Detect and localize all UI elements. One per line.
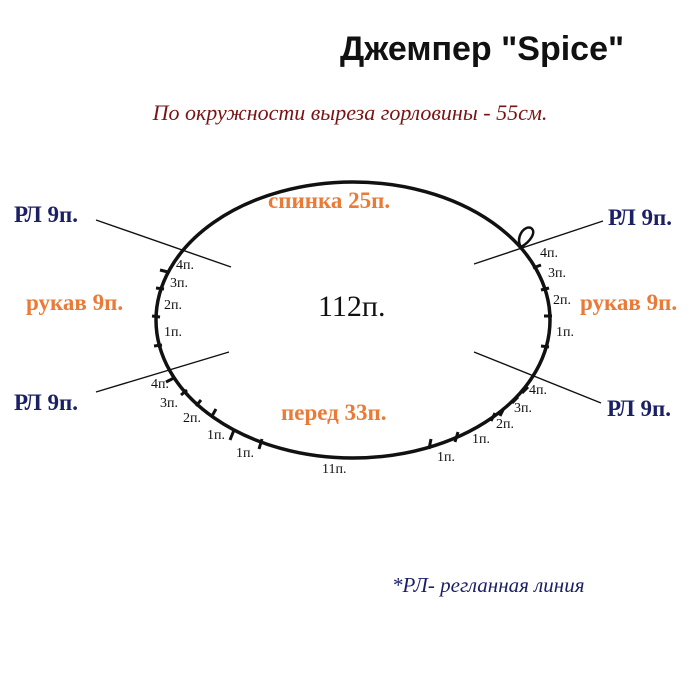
start-marker-icon — [517, 226, 535, 249]
subtitle: По окружности выреза горловины - 55см. — [152, 100, 548, 125]
page-title: Джемпер "Spice" — [340, 30, 625, 68]
stitch-label: 1п. — [472, 432, 490, 447]
tick — [532, 263, 542, 270]
stitch-label: 4п. — [540, 246, 558, 261]
stitch-label: 1п. — [236, 446, 254, 461]
tick — [257, 438, 264, 450]
tick — [210, 408, 218, 417]
tick — [153, 343, 163, 348]
tick — [510, 395, 520, 405]
tick — [159, 268, 169, 274]
stitch-label: 3п. — [170, 276, 188, 291]
raglan-top-left-label: РЛ 9п. — [14, 202, 78, 227]
back-label: спинка 25п. — [268, 188, 391, 213]
tick — [520, 385, 530, 395]
sleeve-right-label: рукав 9п. — [580, 290, 678, 315]
tick — [540, 286, 550, 292]
stitch-label: 2п. — [164, 298, 182, 313]
stitch-label: 2п. — [553, 293, 571, 308]
stitch-label: 4п. — [176, 258, 194, 273]
stitch-ticks — [151, 263, 552, 450]
tick — [427, 438, 433, 450]
sleeve-left-label: рукав 9п. — [26, 290, 124, 315]
front-bottom-label: 11п. — [322, 462, 347, 477]
tick — [498, 407, 506, 417]
stitch-label: 3п. — [548, 266, 566, 281]
tick — [165, 376, 175, 384]
tick — [180, 388, 188, 397]
stitch-label: 2п. — [496, 417, 514, 432]
stitch-label: 3п. — [160, 396, 178, 411]
tick — [540, 344, 550, 349]
footnote: *РЛ- регланная линия — [392, 573, 585, 597]
stitch-label: 1п. — [164, 325, 182, 340]
raglan-line-bottom-right — [473, 351, 602, 404]
stitch-label: 4п. — [529, 383, 547, 398]
tick — [151, 314, 161, 319]
center-total: 112п. — [318, 290, 386, 323]
stitch-label: 1п. — [207, 428, 225, 443]
raglan-line-top-left — [95, 219, 232, 268]
tick — [155, 286, 165, 291]
raglan-top-right-label: РЛ 9п. — [608, 205, 672, 230]
raglan-bottom-right-label: РЛ 9п. — [607, 396, 671, 421]
stitch-label: 4п. — [151, 377, 169, 392]
raglan-bottom-left-label: РЛ 9п. — [14, 390, 78, 415]
neckline-ellipse — [154, 180, 552, 460]
tick — [453, 431, 460, 443]
tick — [489, 412, 497, 422]
tick — [228, 429, 236, 441]
stitch-label: 3п. — [514, 401, 532, 416]
raglan-line-top-right — [473, 220, 604, 265]
stitch-label: 1п. — [437, 450, 455, 465]
front-label: перед 33п. — [281, 400, 387, 425]
tick — [194, 399, 203, 407]
raglan-line-bottom-left — [95, 351, 230, 393]
stitch-label: 1п. — [556, 325, 574, 340]
stitch-label: 2п. — [183, 411, 201, 426]
